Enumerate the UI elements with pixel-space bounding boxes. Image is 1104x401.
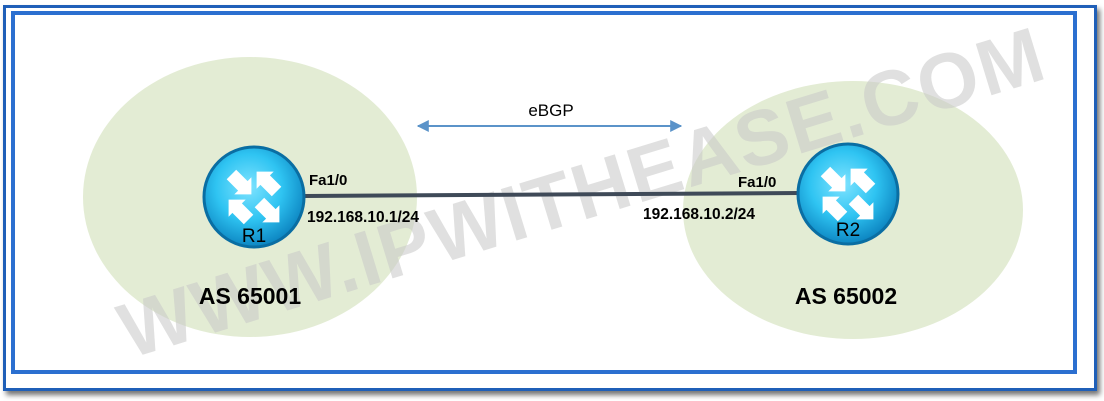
link-r1-r2 xyxy=(304,191,801,198)
interface-label: Fa1/0 xyxy=(309,172,347,189)
interface-label: Fa1/0 xyxy=(738,174,776,191)
as-label: AS 65001 xyxy=(199,283,302,309)
router-r2[interactable]: R2 xyxy=(796,142,900,246)
router-name: R1 xyxy=(242,226,266,247)
as-label: AS 65002 xyxy=(795,283,897,309)
ip-address-label: 192.168.10.2/24 xyxy=(643,206,755,223)
ip-address-label: 192.168.10.1/24 xyxy=(307,209,419,226)
router-name: R2 xyxy=(836,220,860,241)
router-r1[interactable]: R1 xyxy=(202,145,306,249)
protocol-label: eBGP xyxy=(528,101,573,120)
